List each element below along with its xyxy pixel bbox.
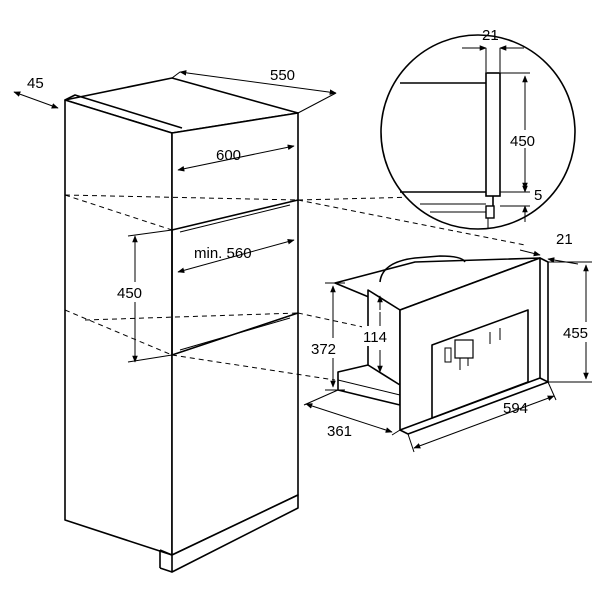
- cabinet-dimensions: 45 550 600 min. 560 450: [13, 67, 337, 363]
- dim-cabinet-side: 45: [27, 75, 44, 92]
- dim-frame-depth: 21: [556, 231, 573, 248]
- dim-niche-height: 450: [117, 285, 142, 302]
- dim-niche-width: min. 560: [194, 245, 252, 262]
- cabinet-upper-front: [171, 112, 299, 231]
- appliance-dispenser: [454, 339, 474, 359]
- tall-cabinet: [64, 77, 299, 573]
- appliance-front-opening: [431, 309, 529, 419]
- dim-detail-gap-top: 21: [482, 27, 499, 44]
- dim-body-height: 372: [311, 341, 336, 358]
- cabinet-side-face: [64, 99, 173, 556]
- cabinet-lower-front: [171, 312, 299, 556]
- dim-detail-height: 450: [510, 133, 535, 150]
- dim-appliance-height: 455: [563, 325, 588, 342]
- dim-appliance-width: 594: [503, 400, 528, 417]
- dim-cabinet-depth: 550: [270, 67, 295, 84]
- dim-body-depth: 361: [327, 423, 352, 440]
- dim-detail-gap-bottom: 5: [534, 187, 542, 204]
- appliance-dimensions: 21 455 372 114 361 594: [303, 231, 600, 453]
- cabinet-plinth: [171, 494, 299, 573]
- projection-lines: [64, 194, 526, 381]
- coffee-machine: [334, 255, 549, 435]
- dim-drawer-height: 114: [363, 329, 387, 346]
- dim-cabinet-width: 600: [216, 147, 241, 164]
- detail-view: 21 450 5: [380, 27, 576, 230]
